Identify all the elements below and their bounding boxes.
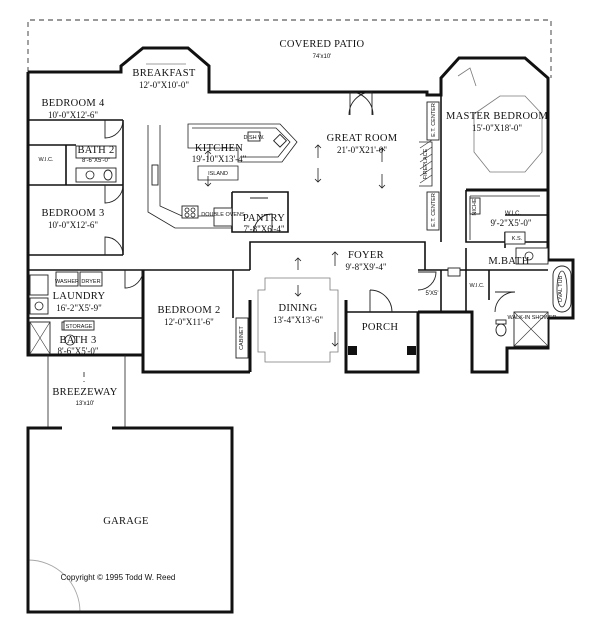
great-room-size: 21'-0"X21'-0"	[337, 145, 387, 155]
bath3-label: BATH 3	[59, 335, 96, 346]
copyright-text: Copyright © 1995 Todd W. Reed	[61, 573, 176, 582]
doors	[104, 91, 516, 313]
laundry-size: 16'-2"X5'-9"	[56, 303, 102, 313]
bedroom3-label: BEDROOM 3	[41, 208, 104, 219]
kitchen-counters	[147, 123, 298, 229]
niche-label: NICHE	[472, 198, 478, 215]
porch-posts	[348, 346, 416, 355]
interior-walls	[28, 95, 548, 355]
room-labels: COVERED PATIO 74'x10' BREAKFAST 12'-0"X1…	[39, 39, 549, 527]
bath3-size: 8'-6"X5'-0"	[57, 346, 98, 356]
cooktop-icon	[181, 205, 199, 219]
mbath-wic-label: W.I.C.	[470, 283, 485, 289]
cabinet-label: CABINET	[239, 325, 245, 349]
closet-5x5-label: 5'X5'	[426, 291, 439, 297]
breezeway-outline	[47, 355, 126, 428]
washer-label: WASHER	[55, 279, 79, 285]
ks-label: K.S.	[512, 236, 523, 242]
double-ovens-label: DOUBLE OVENS	[201, 212, 245, 218]
bedroom4-size: 10'-0"X12'-6"	[48, 110, 98, 120]
storage-label: STORAGE	[66, 324, 93, 330]
breakfast-size: 12'-0"X10'-0"	[139, 80, 189, 90]
master-bedroom-label: MASTER BEDROOM	[446, 111, 548, 122]
laundry-label: LAUNDRY	[53, 291, 106, 302]
bath2-label: BATH 2	[77, 145, 114, 156]
covered-patio-outline	[27, 19, 552, 78]
bath2-wic-label: W.I.C.	[39, 157, 54, 163]
foyer-size: 9'-8"X9'-4"	[345, 262, 386, 272]
bedroom4-label: BEDROOM 4	[41, 98, 105, 109]
breakfast-label: BREAKFAST	[132, 68, 195, 79]
breezeway-size: 13'x10'	[76, 401, 95, 407]
foyer-label: FOYER	[348, 250, 384, 261]
oval-tub-label: OVAL TUB	[558, 275, 564, 302]
laundry-appliances	[29, 271, 249, 359]
dryer-label: DRYER	[81, 279, 100, 285]
covered-patio-size: 74'x10'	[313, 54, 332, 60]
master-wic-size: 9'-2"X5'-0"	[490, 218, 531, 228]
bedroom2-label: BEDROOM 2	[157, 305, 220, 316]
master-wic-label: W.I.C.	[505, 211, 522, 217]
porch-label: PORCH	[362, 322, 399, 333]
bedroom3-size: 10'-0"X12'-6"	[48, 220, 98, 230]
dining-label: DINING	[278, 303, 317, 314]
oval-tub-icon	[552, 265, 572, 313]
pantry-label: PANTRY	[243, 213, 285, 224]
garage-walls	[26, 426, 234, 614]
closet-shelves	[469, 195, 540, 245]
kitchen-label: KITCHEN	[195, 143, 243, 154]
fixture-labels: E.T. CENTER E.T. CENTER FIREPLACE ISLAND…	[55, 103, 564, 350]
great-room-label: GREAT ROOM	[327, 133, 398, 144]
et-center-2-label: E.T. CENTER	[431, 193, 437, 227]
bedroom2-size: 12'-0"X11'-6"	[164, 317, 214, 327]
island-label: ISLAND	[208, 171, 228, 177]
et-center-1-label: E.T. CENTER	[431, 103, 437, 137]
kitchen-size: 19'-10"X13'-4"	[192, 154, 247, 164]
bath2-size: 8'-6"X5'-0"	[82, 158, 110, 164]
breezeway-label: BREEZEWAY	[52, 387, 117, 398]
fireplace-and-et-centers	[419, 101, 440, 231]
mbath-label: M.BATH	[488, 256, 529, 267]
arrows	[204, 144, 386, 347]
dining-size: 13'-4"X13'-6"	[273, 315, 323, 325]
dishwasher-label: DISH W.	[243, 135, 265, 141]
fireplace-label: FIREPLACE	[423, 148, 429, 179]
garage-label: GARAGE	[103, 516, 149, 527]
covered-patio-label: COVERED PATIO	[280, 39, 365, 50]
sink-icon	[272, 133, 288, 148]
walkin-shower-label: WALK-IN SHOWER	[508, 315, 557, 321]
master-bedroom-size: 15'-0"X18'-0"	[472, 123, 522, 133]
ceiling-details	[146, 63, 543, 363]
pantry-size: 7'-8"X6'-4"	[243, 224, 284, 234]
